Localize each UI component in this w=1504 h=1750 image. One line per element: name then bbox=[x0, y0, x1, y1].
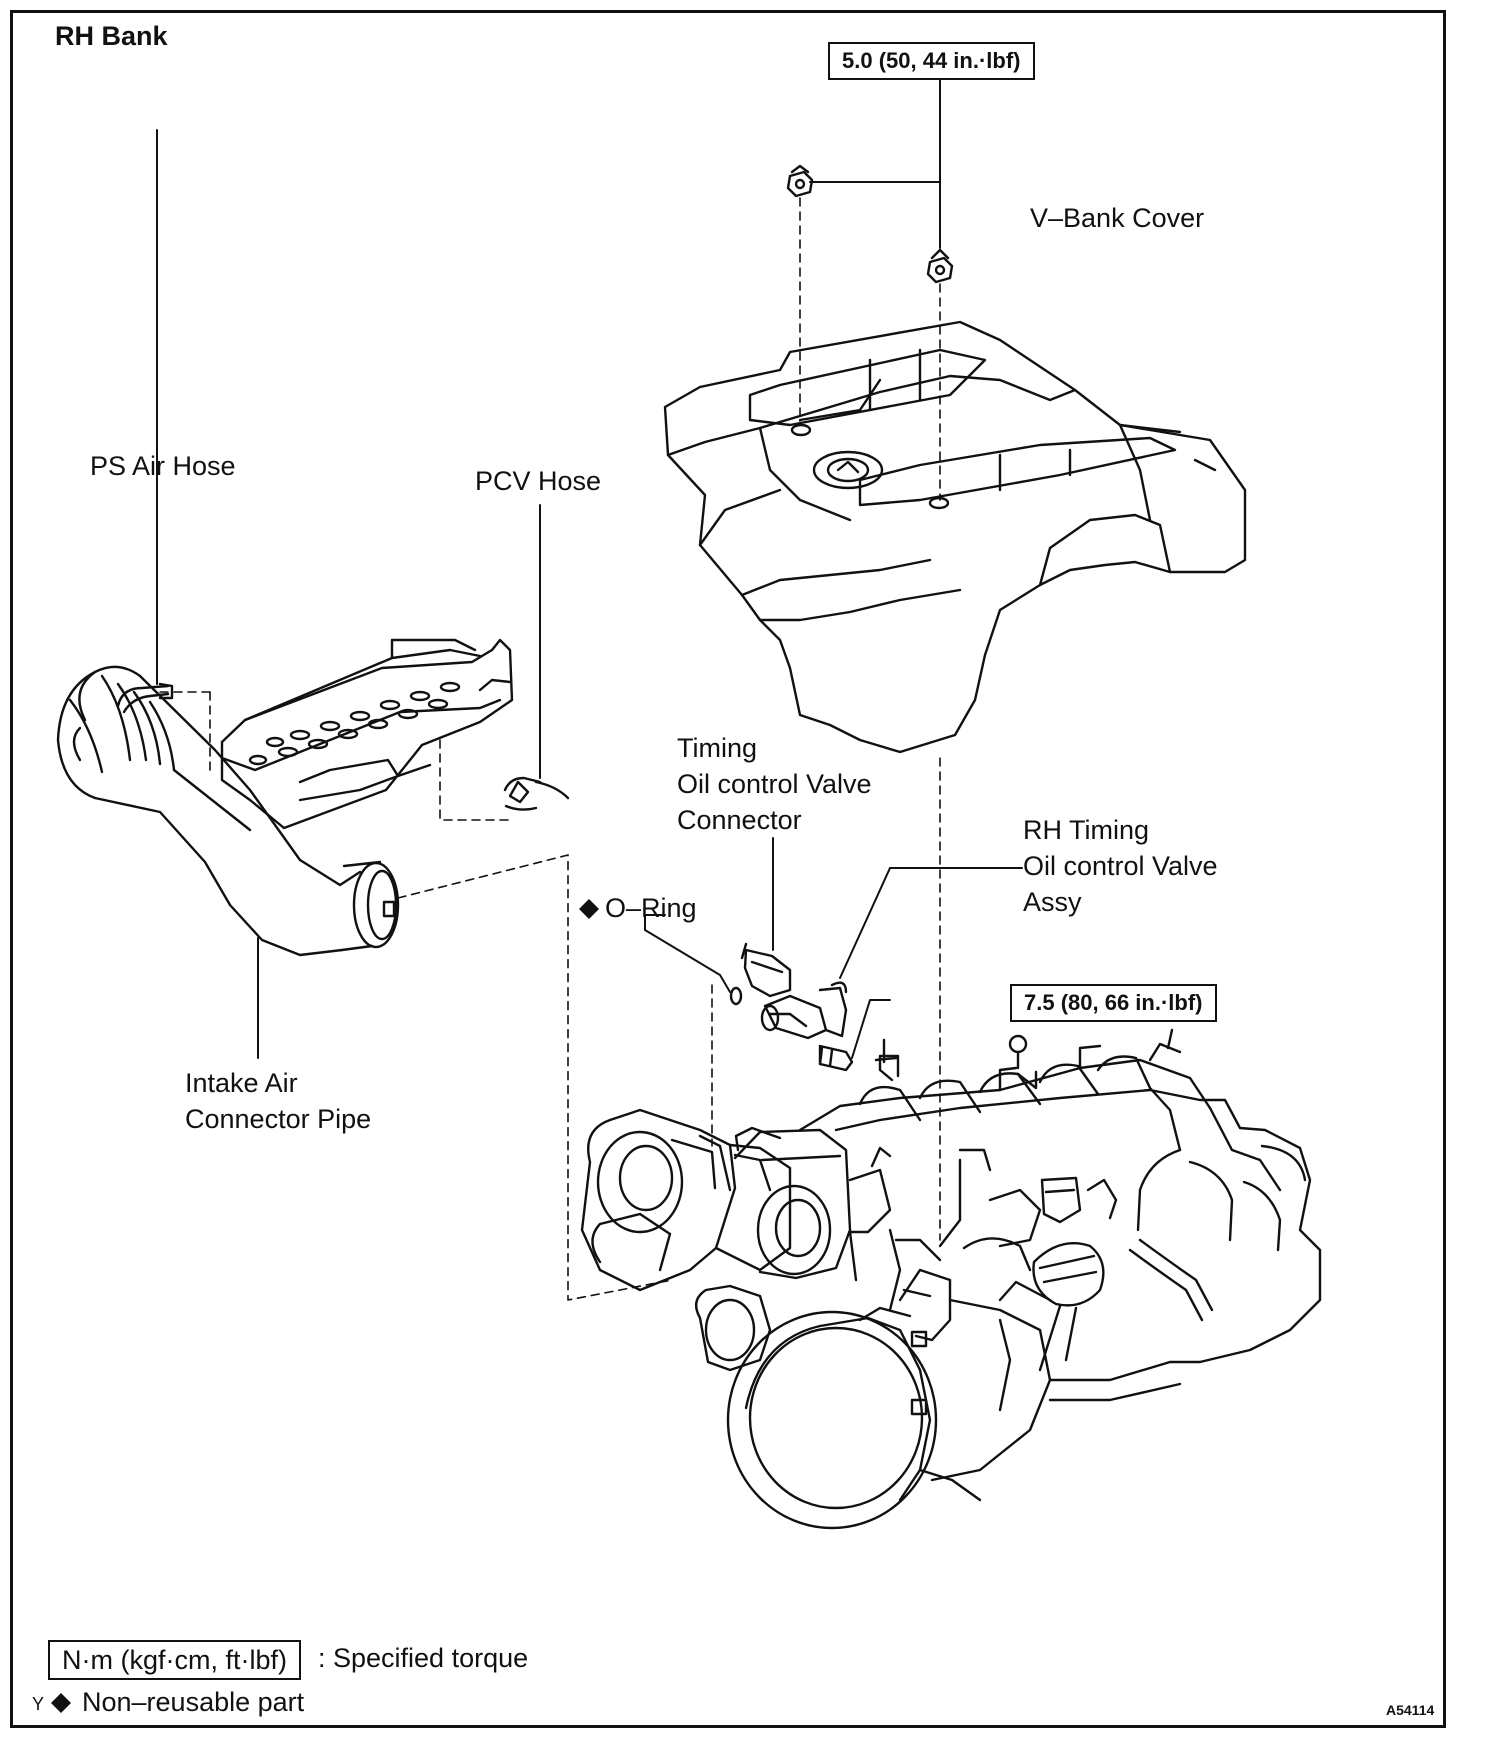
engine-drawing bbox=[580, 1028, 1322, 1530]
ocv-bolt-drawing bbox=[818, 999, 891, 1072]
vbank-cover-label: V–Bank Cover bbox=[1030, 203, 1205, 233]
figure-code: A54114 bbox=[1386, 1702, 1435, 1718]
pcv-hose-drawing bbox=[503, 504, 570, 811]
cover-torque-leader bbox=[809, 77, 941, 249]
ocv-connector-label-line1: Timing bbox=[677, 733, 758, 763]
ocv-connector-label-line3: Connector bbox=[677, 805, 802, 835]
rh-ocv-assy-label-line2: Oil control Valve bbox=[1023, 851, 1218, 881]
ocv-bolt-torque-spec: 7.5 (80, 66 in.·lbf) bbox=[1010, 984, 1217, 1022]
alignment-dashed-lines bbox=[159, 197, 941, 1301]
rh-ocv-assy-label-line3: Assy bbox=[1023, 887, 1082, 917]
legend-nonreusable-text: Non–reusable part bbox=[82, 1687, 305, 1717]
vbank-cover-drawing bbox=[663, 320, 1247, 754]
cover-nut bbox=[926, 248, 954, 284]
rh-ocv-assy-label-line1: RH Timing bbox=[1023, 815, 1150, 845]
legend-torque-text: : Specified torque bbox=[318, 1643, 529, 1673]
ocv-valve-drawing bbox=[644, 867, 1023, 1040]
o-ring-label: O–Ring bbox=[605, 893, 697, 923]
intake-pipe-label-line2: Connector Pipe bbox=[185, 1104, 372, 1134]
ps-air-hose-label: PS Air Hose bbox=[90, 451, 236, 481]
cover-nut-torque-spec: 5.0 (50, 44 in.·lbf) bbox=[828, 42, 1035, 80]
page-title: RH Bank bbox=[55, 21, 168, 51]
air-connector-drawing bbox=[56, 638, 514, 1059]
diagram-frame bbox=[10, 10, 1446, 1728]
pcv-hose-label: PCV Hose bbox=[475, 466, 602, 496]
diamond-marker bbox=[51, 899, 599, 1713]
cover-nut bbox=[786, 164, 814, 198]
corner-mark: Y bbox=[32, 1694, 45, 1714]
ps-air-hose-drawing bbox=[116, 129, 174, 714]
legend-torque-box: N·m (kgf·cm, ft·lbf) bbox=[48, 1640, 301, 1680]
intake-pipe-label-line1: Intake Air bbox=[185, 1068, 298, 1098]
ocv-connector-drawing bbox=[740, 837, 792, 998]
ocv-connector-label-line2: Oil control Valve bbox=[677, 769, 872, 799]
